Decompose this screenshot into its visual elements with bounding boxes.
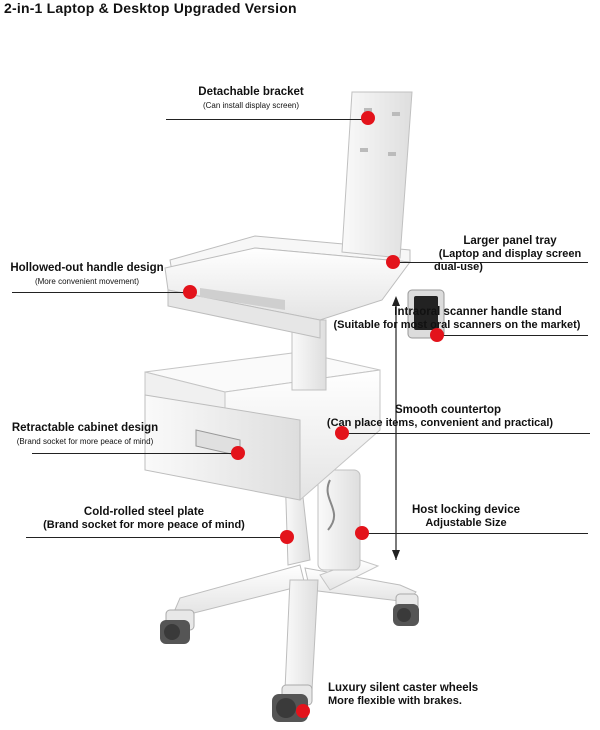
bracket-rule xyxy=(166,119,366,120)
bracket-sub: (Can install display screen) xyxy=(202,101,300,111)
steel-title: Cold-rolled steel plate xyxy=(83,506,205,518)
countertop-rule xyxy=(340,433,590,434)
caster-wheel xyxy=(160,609,195,644)
tray-sub2: dual-use) xyxy=(434,260,483,273)
scanner-marker xyxy=(430,328,444,342)
host-title: Host locking device xyxy=(411,504,520,516)
cabinet-callout: Retractable cabinet design (Brand socket… xyxy=(10,422,160,446)
steel-marker xyxy=(280,530,294,544)
countertop-marker xyxy=(335,426,349,440)
handle-marker xyxy=(183,285,197,299)
scanner-title: Intraoral scanner handle stand xyxy=(394,306,562,318)
cabinet-marker xyxy=(231,446,245,460)
steel-sub: (Brand socket for more peace of mind) xyxy=(43,519,245,532)
wheels-sub: More flexible with brakes. xyxy=(328,695,462,708)
cabinet-rule xyxy=(32,453,240,454)
wheels-marker xyxy=(296,704,310,718)
page-title: 2-in-1 Laptop & Desktop Upgraded Version xyxy=(4,0,297,16)
bracket-marker xyxy=(361,111,375,125)
scanner-callout: Intraoral scanner handle stand (Suitable… xyxy=(316,306,598,332)
tray-rule xyxy=(392,262,588,263)
host-rule xyxy=(362,533,588,534)
handle-title: Hollowed-out handle design xyxy=(10,262,164,274)
cabinet-title: Retractable cabinet design xyxy=(11,422,159,434)
steel-callout: Cold-rolled steel plate (Brand socket fo… xyxy=(32,506,256,532)
wheels-callout: Luxury silent caster wheels More flexibl… xyxy=(328,682,490,708)
tray-marker xyxy=(386,255,400,269)
scanner-rule xyxy=(434,335,588,336)
handle-callout: Hollowed-out handle design (More conveni… xyxy=(10,262,164,286)
host-callout: Host locking device Adjustable Size xyxy=(404,504,528,530)
cabinet-sub: (Brand socket for more peace of mind) xyxy=(16,437,154,447)
scanner-sub: (Suitable for most oral scanners on the … xyxy=(333,319,581,332)
countertop-sub: (Can place items, convenient and practic… xyxy=(326,417,554,430)
tray-title: Larger panel tray xyxy=(463,235,557,247)
handle-sub: (More convenient movement) xyxy=(34,277,140,287)
steel-rule xyxy=(26,537,288,538)
wheels-title: Luxury silent caster wheels xyxy=(328,682,479,694)
handle-rule xyxy=(12,292,192,293)
host-sub: Adjustable Size xyxy=(425,517,507,530)
countertop-title: Smooth countertop xyxy=(394,404,502,416)
bracket-title: Detachable bracket xyxy=(198,86,304,98)
countertop-callout: Smooth countertop (Can place items, conv… xyxy=(318,404,562,430)
host-marker xyxy=(355,526,369,540)
tray-sub1: (Laptop and display screen xyxy=(438,248,582,261)
bracket-callout: Detachable bracket (Can install display … xyxy=(176,86,326,110)
tray-callout: Larger panel tray (Laptop and display sc… xyxy=(432,235,588,274)
